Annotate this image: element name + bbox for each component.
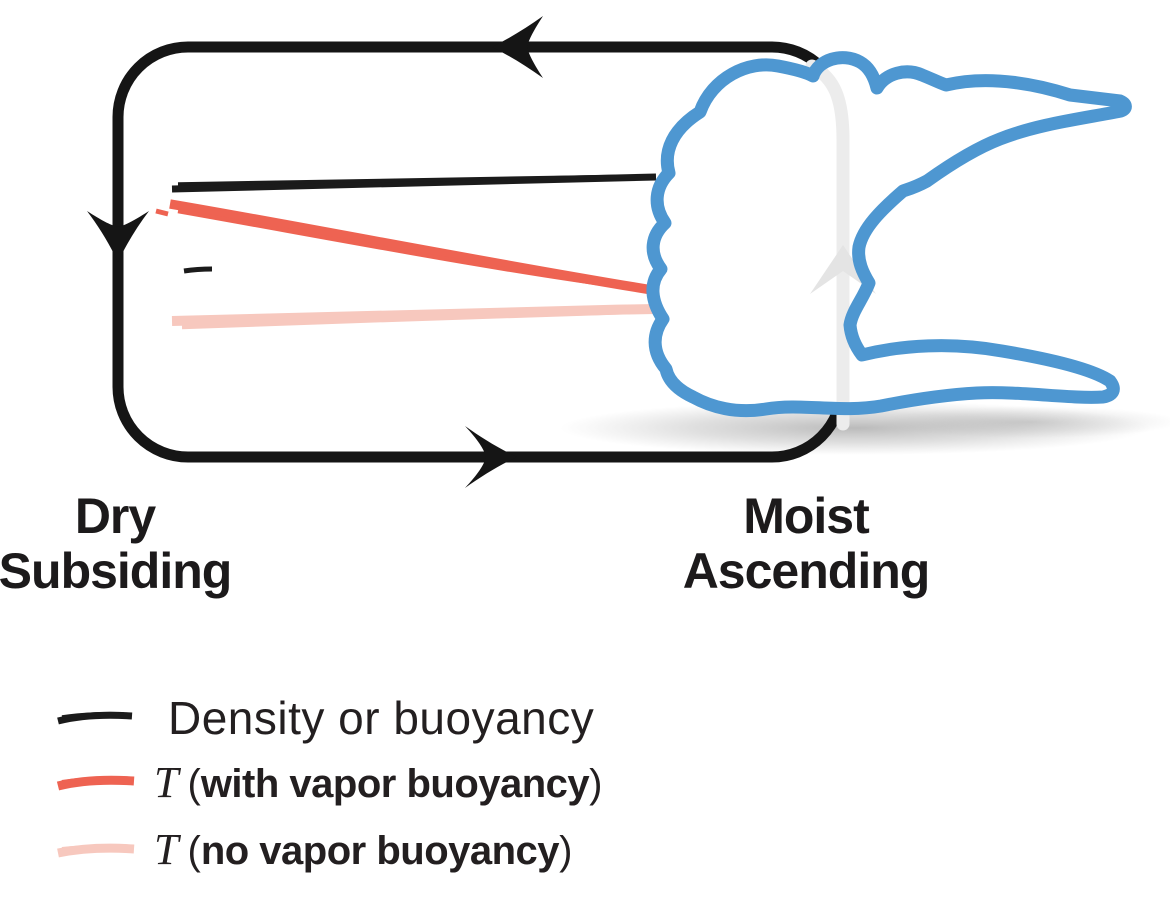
temperature-no-vapor-line (171, 304, 657, 330)
legend-label-density: Density or buoyancy (168, 692, 595, 744)
legend-symbol-T: T (154, 824, 179, 874)
dry-label-line1: Dry (74, 488, 156, 544)
loop-arrowhead-left (87, 211, 149, 262)
legend-item-no-vapor: T(no vapor buoyancy) (52, 823, 572, 875)
dry-label-line2: Subsiding (0, 543, 232, 599)
cumulonimbus-cloud-icon (652, 57, 1126, 411)
cloud-outline (646, 51, 1132, 418)
loop-arrowhead-bottom (465, 426, 517, 488)
legend-close-paren: ) (559, 828, 573, 873)
legend-item-density: Density or buoyancy (52, 692, 594, 744)
temperature-with-vapor-line (155, 199, 659, 296)
loop-arrowhead-top (492, 16, 543, 78)
legend-open-paren: ( (187, 828, 201, 873)
moist-label-line2: Ascending (682, 543, 931, 599)
legend-item-with-vapor: T(with vapor buoyancy) (52, 756, 603, 808)
legend-label-with-vapor: with vapor buoyancy (200, 761, 590, 806)
red-brush-stroke-icon (56, 775, 135, 791)
moist-ascending-label: Moist Ascending (682, 488, 931, 599)
legend-label-no-vapor: no vapor buoyancy (200, 828, 560, 873)
black-brush-stroke-icon (57, 711, 133, 725)
pink-brush-stroke-icon (57, 843, 135, 858)
updraft-arrow-icon (805, 59, 876, 431)
cloud-shadow (560, 401, 1170, 455)
density-buoyancy-line (171, 173, 657, 274)
legend-symbol-T: T (154, 757, 179, 807)
dry-subsiding-label: Dry Subsiding (0, 488, 232, 599)
legend-open-paren: ( (187, 761, 201, 806)
moist-label-line1: Moist (743, 488, 870, 544)
legend-close-paren: ) (589, 761, 603, 806)
